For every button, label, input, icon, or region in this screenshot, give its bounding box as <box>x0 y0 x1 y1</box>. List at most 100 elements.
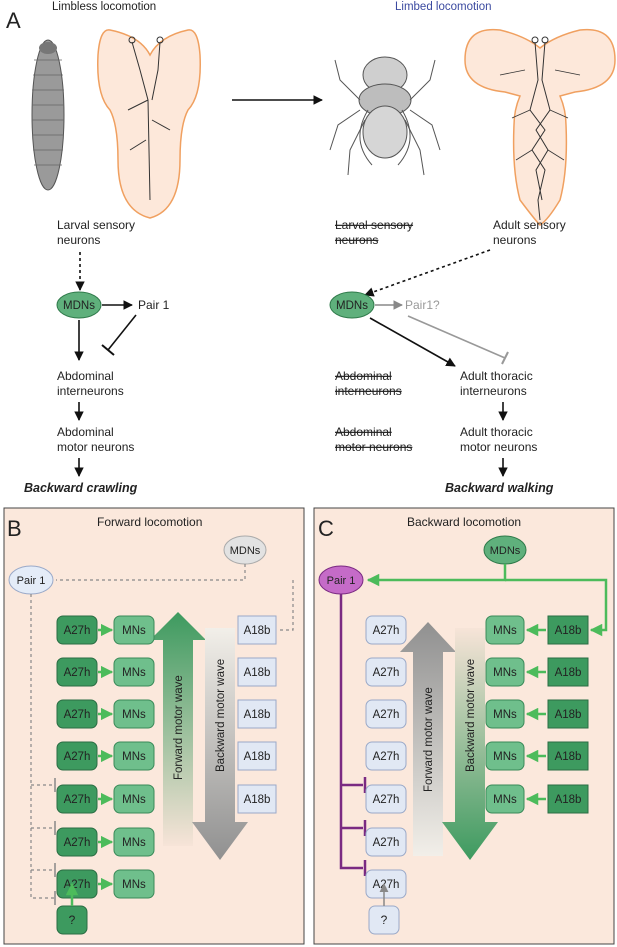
b-a27h-label: A27h <box>64 794 91 806</box>
c-a18b-box <box>547 615 589 645</box>
c-a27h-label: A27h <box>373 837 400 849</box>
abd-motor-line2: motor neurons <box>57 440 134 454</box>
b-backward-wave-label: Backward motor wave <box>215 659 227 772</box>
pair1-inhibit-limbless <box>107 314 137 351</box>
c-a27h-label: A27h <box>373 625 400 637</box>
b-a27h-label: A27h <box>64 625 91 637</box>
c-a27h-box <box>365 827 407 857</box>
c-a27h-box <box>365 699 407 729</box>
b-mn-box <box>113 741 155 771</box>
c-a27h-label: A27h <box>373 794 400 806</box>
b-mn-label: MNs <box>122 794 146 806</box>
pair1-label-limbed: Pair1? <box>405 298 440 312</box>
limbed-title: Limbed locomotion <box>395 1 492 13</box>
c-mdn-connections <box>366 564 608 637</box>
b-mn-label: MNs <box>122 667 146 679</box>
b-a18b-label: A18b <box>244 667 271 679</box>
c-mn-label: MNs <box>493 709 517 721</box>
c-a18b-label: A18b <box>555 625 582 637</box>
pair1-inhibit-limbed <box>407 315 506 359</box>
b-a27h-box <box>56 657 98 687</box>
c-a18b-label: A18b <box>555 667 582 679</box>
abd-motor-struck-line1: Abdominal <box>335 425 392 439</box>
c-forward-wave-arrow <box>400 622 456 856</box>
panel-c-letter: C <box>318 516 334 541</box>
c-a27h-label: A27h <box>373 751 400 763</box>
b-pair1-label: Pair 1 <box>17 575 46 587</box>
panel-b-letter: B <box>7 516 22 541</box>
b-dashed-connections <box>30 564 294 899</box>
mdn-node-limbed <box>329 291 375 319</box>
c-a27h-box <box>365 615 407 645</box>
fly-illustration <box>329 56 441 176</box>
c-a27h-label: A27h <box>373 667 400 679</box>
c-mn-label: MNs <box>493 794 517 806</box>
b-a18b-box <box>237 741 277 771</box>
c-mdn-label: MDNs <box>490 545 521 557</box>
c-mn-box <box>485 615 525 645</box>
b-forward-wave-label: Forward motor wave <box>173 675 185 780</box>
b-unknown-label: ? <box>69 913 76 927</box>
limbless-title: Limbless locomotion <box>52 1 156 13</box>
panel-a-letter: A <box>6 8 21 33</box>
c-a18b-box <box>547 699 589 729</box>
c-a18b-label: A18b <box>555 794 582 806</box>
b-a27h-box <box>56 784 98 814</box>
c-backward-wave-arrow <box>442 628 498 860</box>
abd-inter-struck-line1: Abdominal <box>335 369 392 383</box>
b-a18b-label: A18b <box>244 794 271 806</box>
thoracic-inter-line2: interneurons <box>460 384 527 398</box>
b-a18b-label: A18b <box>244 709 271 721</box>
c-a18b-box <box>547 784 589 814</box>
b-mn-box <box>113 784 155 814</box>
c-mn-label: MNs <box>493 751 517 763</box>
abd-inter-line2: interneurons <box>57 384 124 398</box>
b-a27h-label: A27h <box>64 879 91 891</box>
panel-b-title: Forward locomotion <box>97 515 202 529</box>
behavior-limbed: Backward walking <box>445 481 554 495</box>
b-backward-wave-arrow <box>192 628 248 860</box>
b-mn-label: MNs <box>122 879 146 891</box>
abd-motor-struck-line2: motor neurons <box>335 440 412 454</box>
b-mn-label: MNs <box>122 625 146 637</box>
b-mn-box <box>113 615 155 645</box>
panel-c-title: Backward locomotion <box>407 515 521 529</box>
b-a27h-box <box>56 615 98 645</box>
c-mn-box <box>485 741 525 771</box>
b-a18b-label: A18b <box>244 751 271 763</box>
b-mn-box <box>113 827 155 857</box>
c-a27h-box <box>365 784 407 814</box>
larval-sensory-line2: neurons <box>57 233 100 247</box>
c-mn-label: MNs <box>493 625 517 637</box>
b-a18b-box <box>237 615 277 645</box>
c-a27h-label: A27h <box>373 879 400 891</box>
c-a18b-label: A18b <box>555 751 582 763</box>
abd-motor-line1: Abdominal <box>57 425 114 439</box>
b-a27h-box <box>56 741 98 771</box>
b-a27h-box <box>56 699 98 729</box>
c-a18b-box <box>547 741 589 771</box>
c-a27h-box <box>365 657 407 687</box>
c-mn-label: MNs <box>493 667 517 679</box>
b-mn-box <box>113 657 155 687</box>
larva-illustration <box>31 39 65 191</box>
c-a18b-label: A18b <box>555 709 582 721</box>
abd-inter-struck-line2: interneurons <box>335 384 402 398</box>
c-mn-box <box>485 657 525 687</box>
pair1-label-limbless: Pair 1 <box>138 298 170 312</box>
b-a27h-label: A27h <box>64 751 91 763</box>
b-a18b-box <box>237 657 277 687</box>
adult-sensory-arrow <box>364 249 491 297</box>
thoracic-inter-line1: Adult thoracic <box>460 369 533 383</box>
b-mn-box <box>113 869 155 899</box>
b-forward-wave-arrow <box>150 612 206 846</box>
thoracic-motor-line2: motor neurons <box>460 440 537 454</box>
mdn-node-limbless <box>56 291 102 319</box>
larval-cns-illustration <box>97 29 201 219</box>
c-pair1-connections <box>339 594 367 876</box>
b-a27h-label: A27h <box>64 837 91 849</box>
c-pair1-label: Pair 1 <box>327 575 356 587</box>
c-backward-wave-label: Backward motor wave <box>465 659 477 772</box>
abd-inter-line1: Abdominal <box>57 369 114 383</box>
